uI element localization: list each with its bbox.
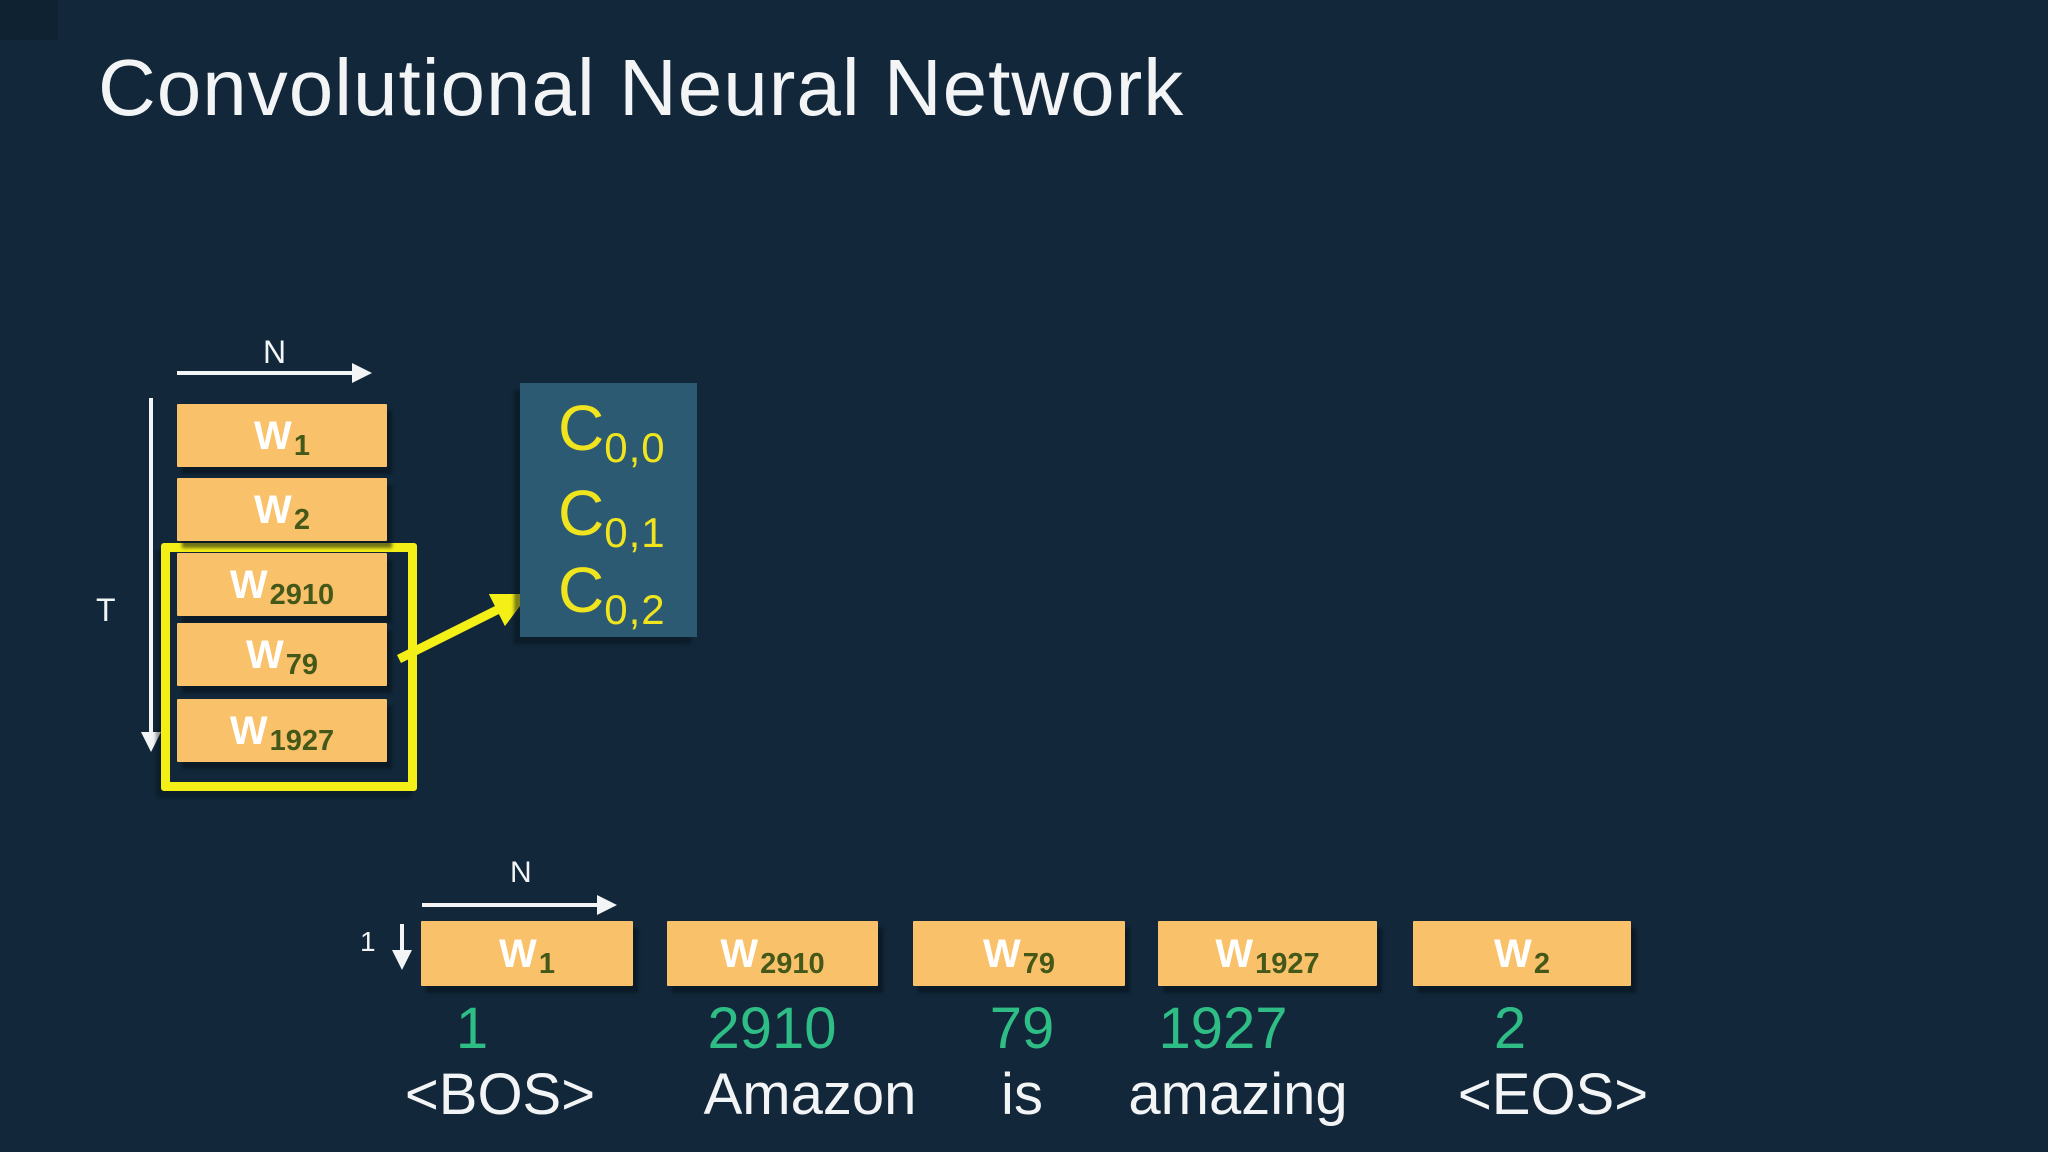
token-id: 79 [989, 996, 1055, 1061]
word-vector-subscript: 2 [1533, 948, 1550, 981]
word-vector-label: W [499, 931, 537, 976]
page-title: Convolutional Neural Network [98, 43, 1185, 132]
word-vector-subscript: 79 [285, 649, 319, 682]
conv-cell-subscript: 0,1 [604, 508, 666, 556]
word-vector-subscript: 1 [293, 430, 310, 463]
token-id: 2910 [707, 996, 837, 1061]
token-width-label: N [510, 856, 532, 889]
word-vector-label: W [254, 487, 292, 532]
conv-cell-label: C [558, 477, 605, 549]
token-id: 1927 [1158, 996, 1288, 1061]
word-vector-label: W [720, 931, 759, 976]
conv-cell-label: C [558, 392, 605, 464]
word-vector-label: W [1215, 931, 1254, 976]
conv-cell-subscript: 0,2 [604, 585, 666, 633]
conv-output-box [520, 383, 697, 637]
conv-cell-subscript: 0,0 [604, 423, 666, 471]
word-vector-label: W [229, 708, 268, 753]
word-vector-subscript: 1927 [269, 725, 335, 758]
convolution-window-highlight [161, 543, 417, 791]
word-vector-subscript: 1 [538, 948, 555, 981]
conv-cell-label: C [558, 554, 605, 626]
token-id: 2 [1493, 996, 1527, 1061]
corner-rectangle [0, 0, 58, 40]
word-vector-label: W [245, 632, 284, 677]
token-word: Amazon [703, 1062, 917, 1127]
token-word: <BOS> [404, 1062, 596, 1127]
word-vector-subscript: 1927 [1255, 948, 1320, 981]
convolution-arrow [396, 593, 530, 664]
word-vector-subscript: 2910 [760, 948, 825, 981]
word-vector-label: W [229, 562, 268, 607]
word-vector-subscript: 2 [293, 504, 310, 537]
word-vector-subscript: 79 [1022, 948, 1056, 981]
conv-output-cell-0-0: C0,0 [558, 396, 666, 468]
word-vector-label: W [982, 931, 1021, 976]
conv-output-cell-0-2: C0,2 [558, 558, 666, 630]
matrix-height-label: T [96, 592, 116, 628]
token-word: is [1001, 1062, 1043, 1127]
token-word: amazing [1128, 1062, 1348, 1127]
word-vector-label: W [1494, 931, 1532, 976]
word-vector-subscript: 2910 [269, 579, 335, 612]
matrix-width-label: N [263, 334, 287, 370]
token-height-label: 1 [360, 926, 376, 957]
conv-output-cell-0-1: C0,1 [558, 481, 666, 553]
token-word: <EOS> [1457, 1062, 1649, 1127]
word-vector-label: W [254, 413, 292, 458]
token-id: 1 [455, 996, 489, 1061]
